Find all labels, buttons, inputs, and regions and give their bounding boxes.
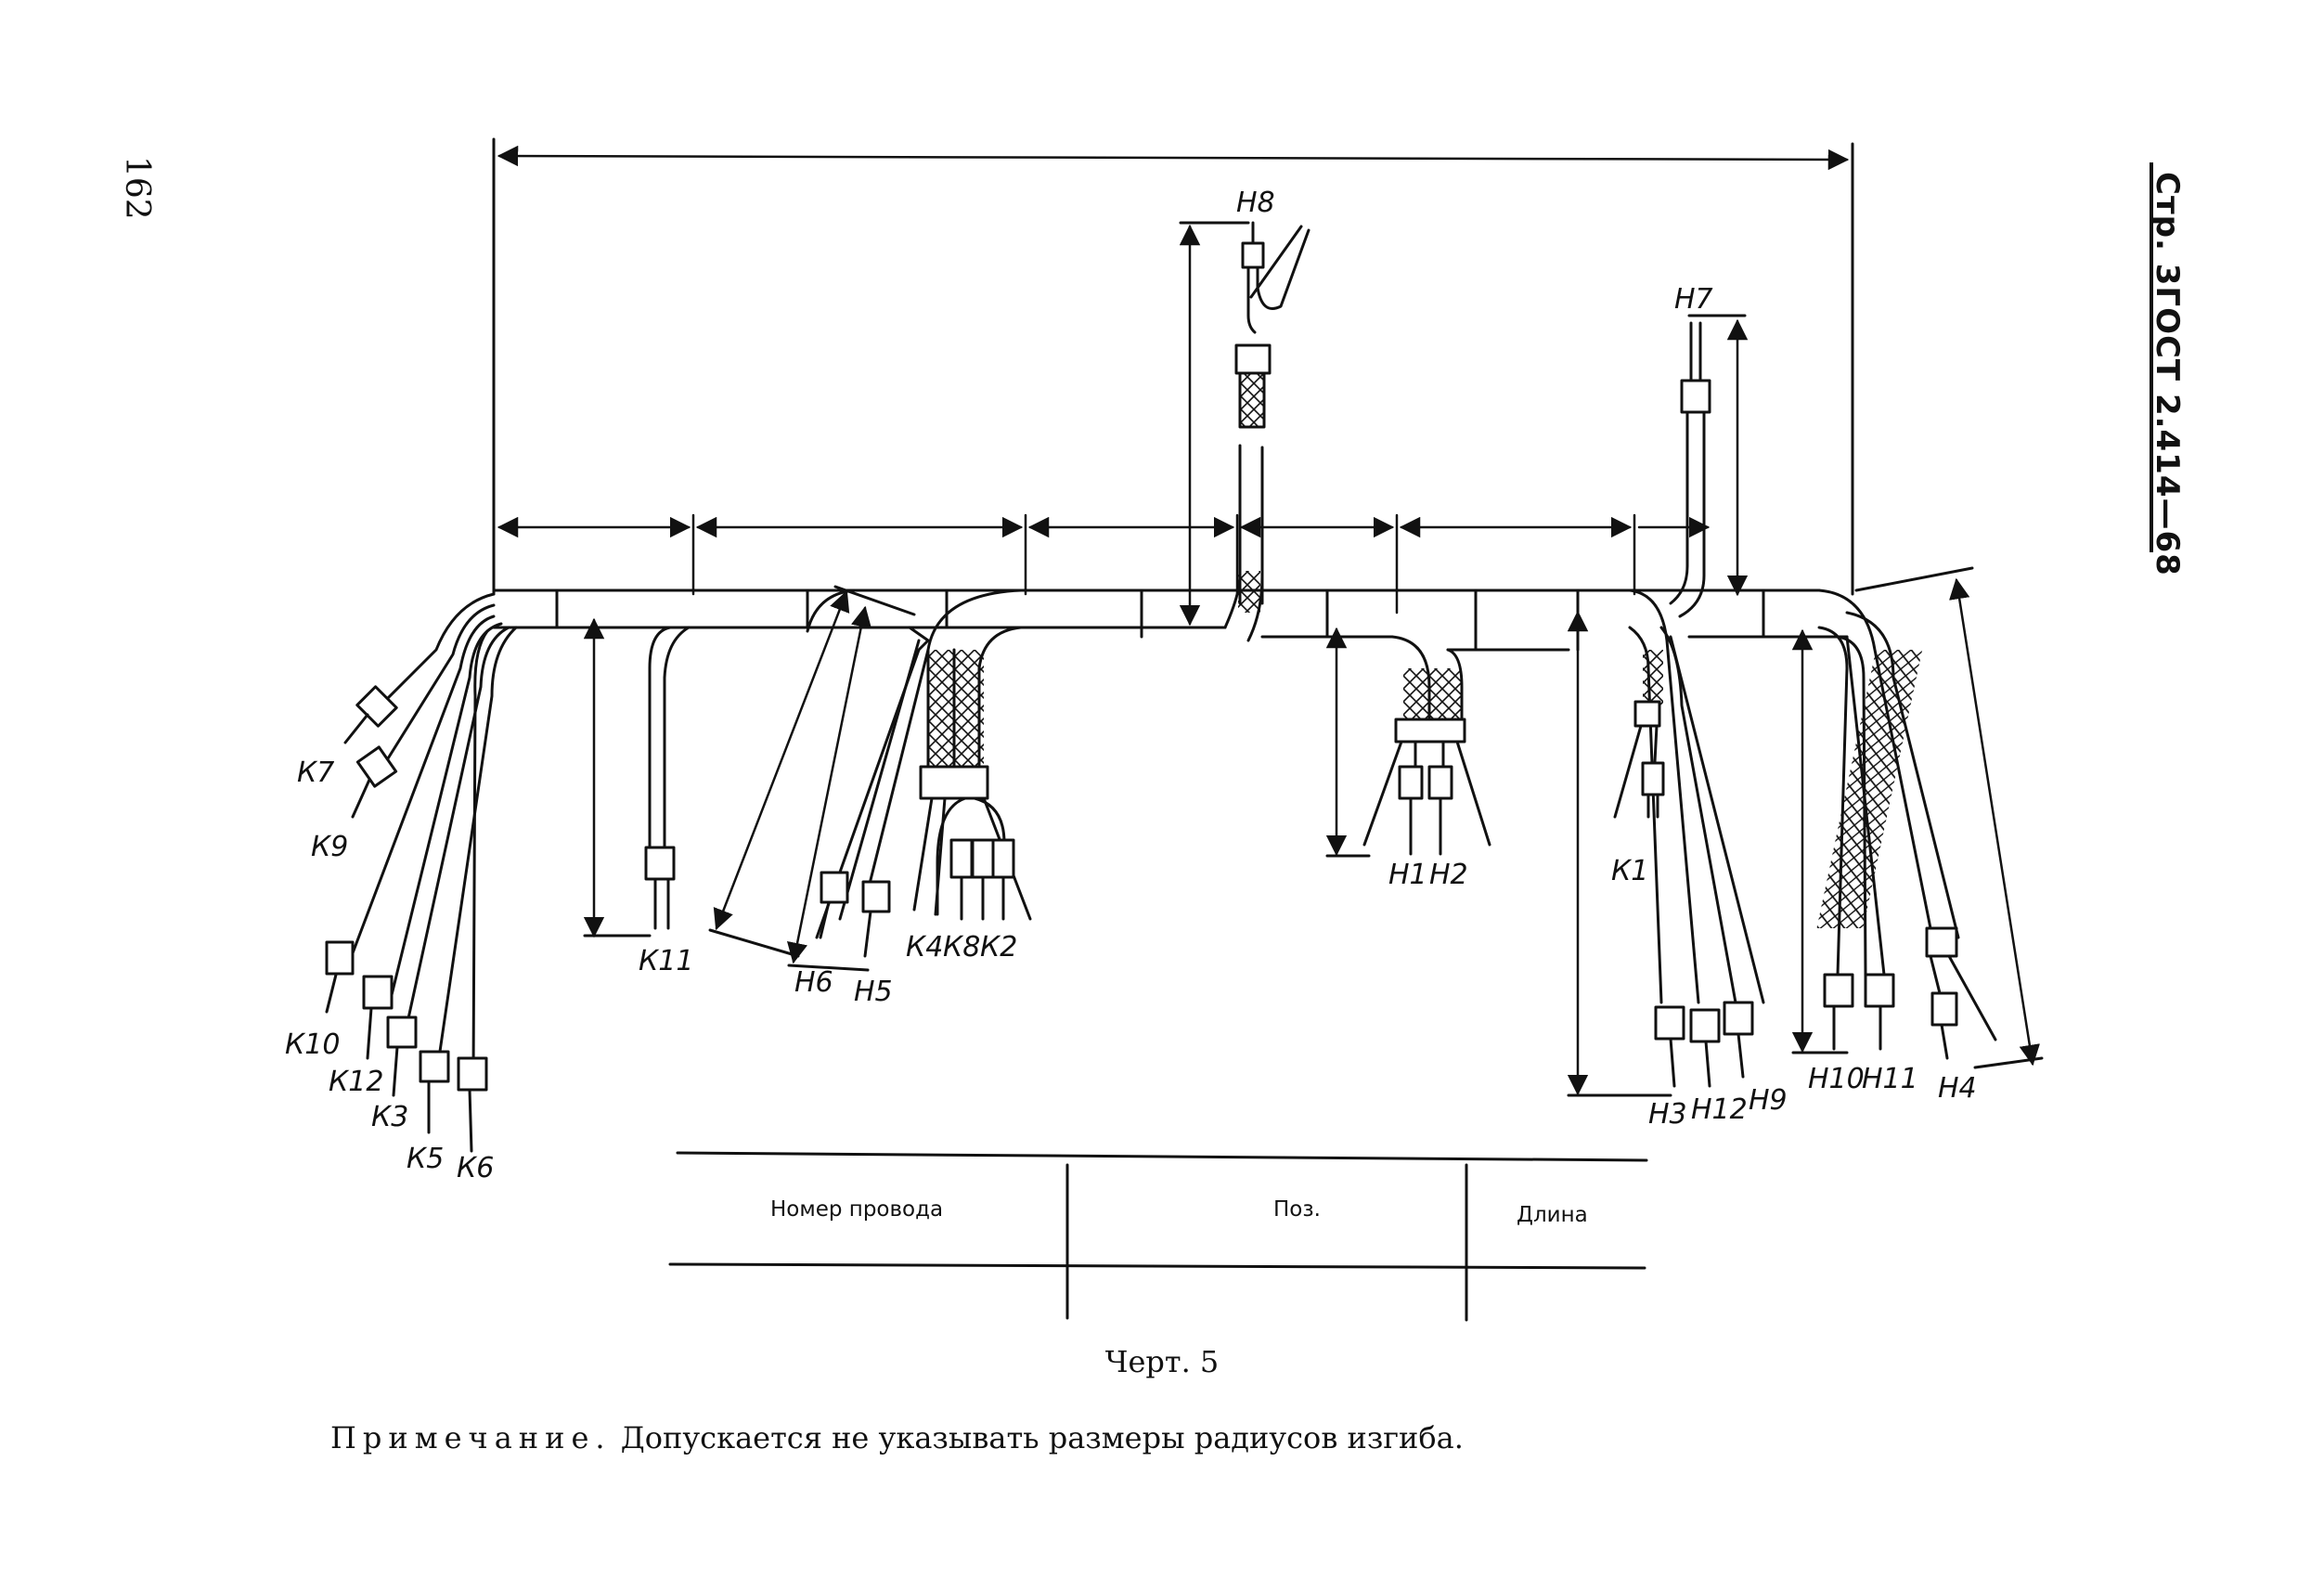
label-h4: Н4	[1938, 1072, 1977, 1105]
label-h11: Н11	[1862, 1063, 1918, 1095]
label-k9: К9	[311, 831, 348, 863]
note: Примечание. Допускается не указывать раз…	[330, 1420, 1464, 1455]
label-k12: К12	[329, 1066, 383, 1098]
right-end-branch	[1791, 566, 2044, 1069]
label-k5: К5	[407, 1143, 444, 1175]
label-k6: К6	[457, 1152, 494, 1184]
label-k8: К8	[943, 931, 980, 964]
label-h5: Н5	[854, 976, 893, 1008]
label-h6: Н6	[794, 966, 833, 999]
table-header-wire-number: Номер провода	[770, 1197, 944, 1222]
label-h9: Н9	[1749, 1084, 1788, 1117]
label-h3: Н3	[1648, 1098, 1687, 1131]
header-rule	[2150, 162, 2153, 552]
label-k4: К4	[906, 931, 943, 964]
segment-dimensions	[497, 513, 1711, 614]
note-prefix: Примечание.	[330, 1420, 612, 1455]
label-h7: Н7	[1674, 283, 1713, 316]
h1-h2-branch	[1325, 627, 1491, 858]
label-k7: К7	[297, 757, 334, 789]
right-center-branch	[1567, 589, 1765, 1097]
label-h2: Н2	[1429, 859, 1468, 891]
h7-branch	[1669, 314, 1749, 618]
label-h1: Н1	[1388, 859, 1427, 891]
label-k10: К10	[285, 1028, 340, 1061]
label-h10: Н10	[1808, 1063, 1865, 1095]
label-k3: К3	[371, 1101, 408, 1133]
label-k11: К11	[639, 945, 693, 977]
overall-dimension	[492, 137, 1854, 596]
h8-branch	[1179, 221, 1310, 642]
note-text: Допускается не указывать размеры радиусо…	[620, 1420, 1464, 1455]
main-trunk	[492, 589, 1849, 652]
label-k1: К1	[1611, 855, 1648, 887]
figure-caption: Черт. 5	[1104, 1344, 1220, 1379]
left-wire-fan	[325, 592, 518, 1153]
k11-branch	[583, 617, 691, 938]
table-frame	[668, 1151, 1648, 1322]
table-header-position: Поз.	[1273, 1197, 1321, 1222]
label-k2: К2	[980, 931, 1017, 964]
table-header-length: Длина	[1517, 1203, 1588, 1227]
label-h8: Н8	[1236, 187, 1275, 219]
wire-labels: Н8 Н7 К7 К9 К10 К12 К3 К5 К6 К11 Н6 Н5 К…	[285, 187, 1977, 1184]
center-left-branch	[708, 585, 1032, 972]
label-h12: Н12	[1691, 1093, 1748, 1126]
